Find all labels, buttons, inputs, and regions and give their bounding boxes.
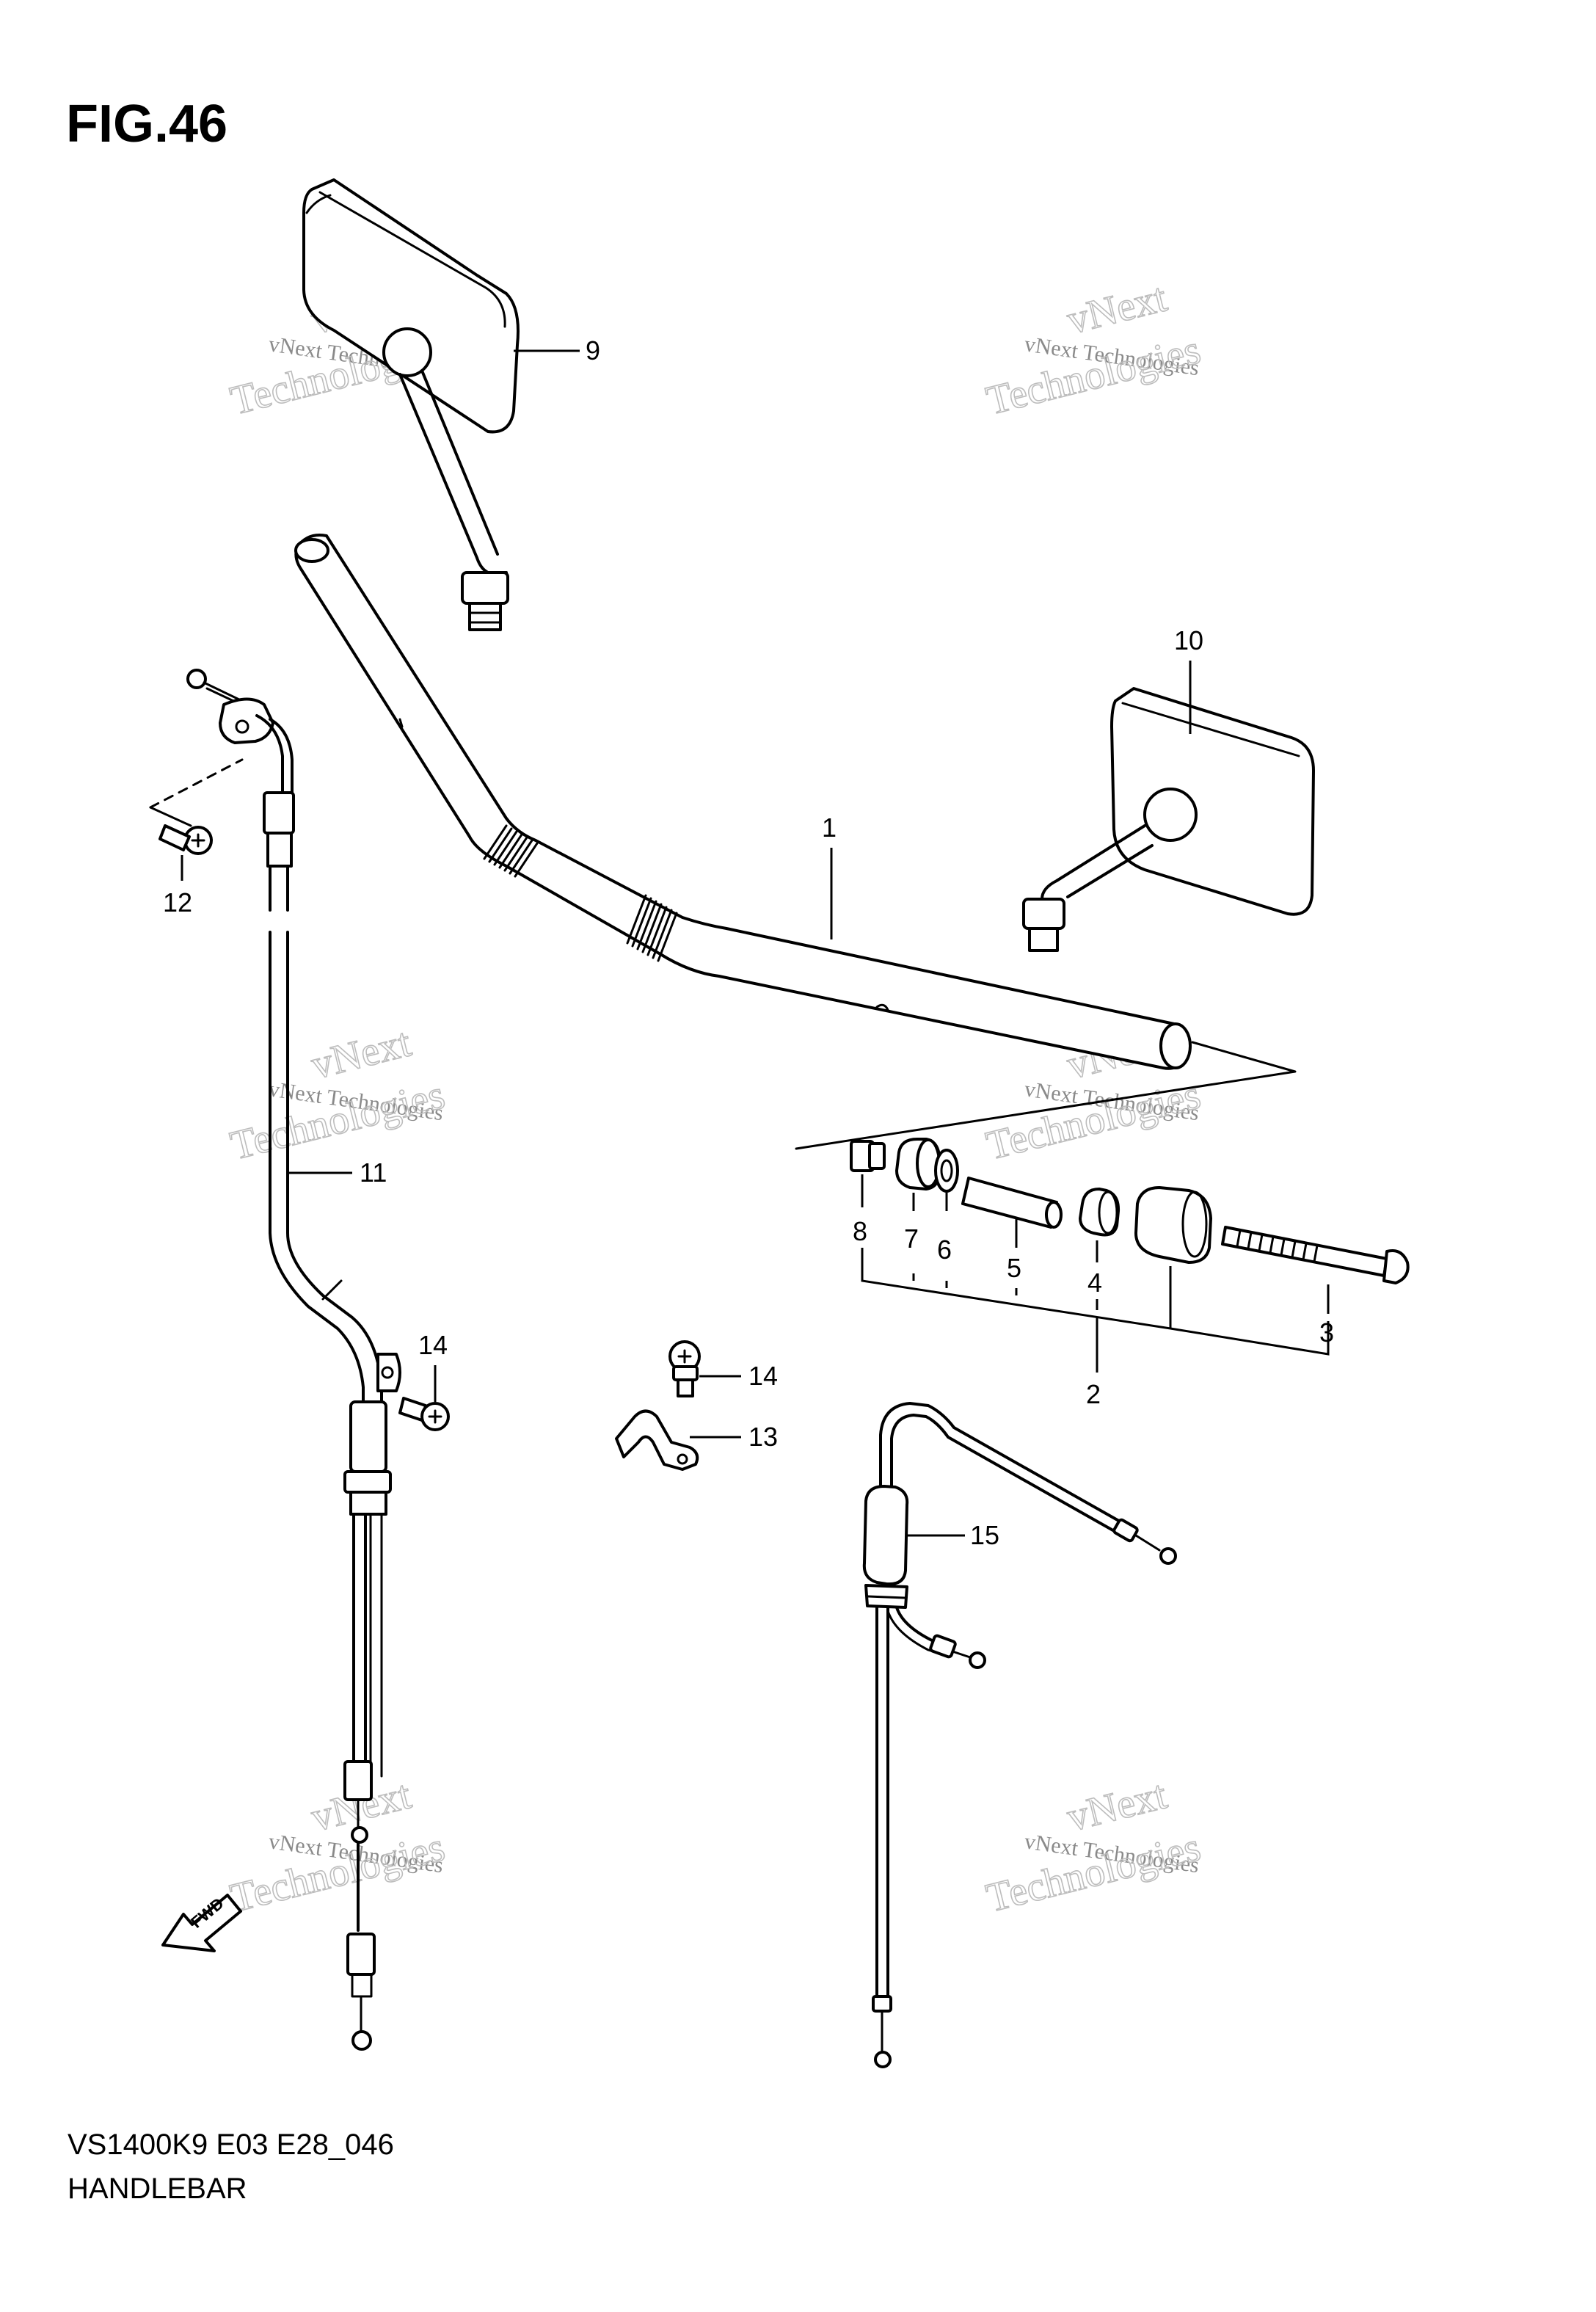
svg-text:8: 8 bbox=[853, 1216, 867, 1246]
callout-14-center: 14 bbox=[699, 1361, 778, 1391]
part-4-rubber bbox=[1079, 1188, 1121, 1237]
part-weight bbox=[1134, 1186, 1212, 1264]
callout-14-left: 14 bbox=[418, 1330, 448, 1402]
callout-15: 15 bbox=[907, 1520, 999, 1550]
svg-text:vNext: vNext bbox=[1063, 1772, 1171, 1840]
explode-guide-lines bbox=[795, 1041, 1297, 1150]
svg-text:12: 12 bbox=[163, 887, 192, 917]
figure-label: FIG.46 bbox=[66, 95, 228, 153]
cable-11 bbox=[186, 669, 401, 2051]
svg-text:4: 4 bbox=[1087, 1268, 1102, 1298]
knurl-section-right bbox=[626, 894, 678, 962]
svg-text:10: 10 bbox=[1174, 625, 1203, 655]
svg-text:14: 14 bbox=[418, 1330, 448, 1360]
part-14-screw-center bbox=[668, 1340, 701, 1397]
mirror-left bbox=[302, 178, 520, 631]
handlebar bbox=[294, 534, 1192, 1070]
callout-2: 2 bbox=[1086, 1379, 1101, 1409]
svg-text:1: 1 bbox=[822, 813, 837, 843]
svg-text:11: 11 bbox=[360, 1157, 387, 1188]
knurl-section-left bbox=[483, 824, 539, 878]
svg-text:7: 7 bbox=[904, 1224, 919, 1254]
svg-text:9: 9 bbox=[586, 335, 600, 366]
part-5-sleeve bbox=[961, 1177, 1063, 1229]
part-13-clamp bbox=[615, 1409, 699, 1471]
svg-text:14: 14 bbox=[748, 1361, 778, 1391]
watermark-mid-left: vNext vNext Technologies Technologies bbox=[225, 1019, 450, 1169]
watermark-bottom-left: vNext vNext Technologies Technologies bbox=[225, 1771, 450, 1922]
bar-end-parts bbox=[850, 1138, 1410, 1284]
callout-8: 8 bbox=[853, 1174, 867, 1246]
part-14-screw-left bbox=[398, 1397, 450, 1431]
svg-text:vNext: vNext bbox=[307, 1019, 415, 1088]
cable-15 bbox=[862, 1402, 1177, 2068]
callout-6: 6 bbox=[937, 1193, 952, 1265]
svg-text:15: 15 bbox=[970, 1520, 999, 1550]
part-6-washer bbox=[934, 1149, 959, 1193]
svg-text:vNext: vNext bbox=[1063, 275, 1171, 343]
callout-1: 1 bbox=[822, 813, 837, 939]
part-7-collar bbox=[895, 1138, 941, 1190]
svg-text:13: 13 bbox=[748, 1422, 778, 1452]
part-12-upper-screw bbox=[186, 669, 246, 708]
part-3-screw bbox=[1221, 1226, 1410, 1284]
callout-4: 4 bbox=[1087, 1240, 1102, 1298]
callout-7: 7 bbox=[904, 1193, 919, 1254]
watermark-top-right: vNext vNext Technologies Technologies bbox=[981, 274, 1206, 424]
part-8-nut bbox=[850, 1140, 886, 1172]
group-bracket-2 bbox=[861, 1248, 1330, 1373]
watermark-bottom-right: vNext vNext Technologies Technologies bbox=[981, 1771, 1206, 1922]
drawing-code: VS1400K9 E03 E28_046 bbox=[68, 2129, 394, 2161]
callout-9: 9 bbox=[514, 335, 600, 366]
part-12-screw bbox=[149, 758, 244, 855]
svg-text:5: 5 bbox=[1007, 1253, 1021, 1283]
callout-10: 10 bbox=[1174, 625, 1203, 734]
fwd-direction-arrow: FWD bbox=[161, 1894, 242, 1952]
drawing-name: HANDLEBAR bbox=[68, 2173, 247, 2205]
svg-text:6: 6 bbox=[937, 1235, 952, 1265]
callout-13: 13 bbox=[690, 1422, 778, 1452]
svg-text:3: 3 bbox=[1319, 1317, 1334, 1348]
callout-5: 5 bbox=[1007, 1218, 1021, 1283]
mirror-right bbox=[1022, 687, 1315, 952]
callout-3: 3 bbox=[1319, 1284, 1334, 1348]
callout-11: 11 bbox=[288, 1157, 387, 1188]
svg-text:2: 2 bbox=[1086, 1379, 1101, 1409]
callout-12: 12 bbox=[163, 855, 192, 917]
